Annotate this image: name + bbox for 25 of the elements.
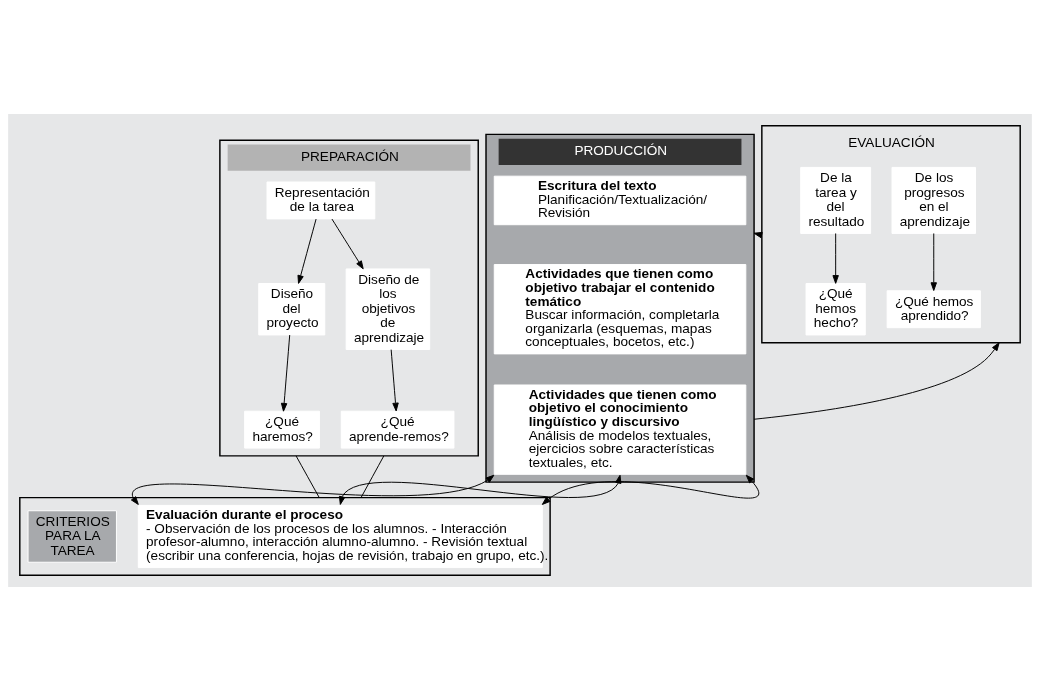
node-box: Actividades que tienen como objetivo trabajar el contenido temático Buscar información, completarla organizarla (esquemas, mapas conceptuales, bocetos, etc.) — [493, 263, 747, 354]
node-box: De los progresos en el aprendizaje — [891, 166, 976, 234]
arrow — [280, 334, 291, 412]
node-box: ¿Qué hemos aprendido? — [886, 289, 981, 328]
arrow — [338, 474, 622, 505]
node-box: ¿Qué haremos? — [244, 410, 320, 449]
node-box: De la tarea y del resultado — [800, 166, 872, 234]
arrow — [930, 232, 937, 291]
node-box: ¿Qué hemos hecho? — [805, 282, 866, 335]
arrow — [541, 474, 759, 505]
node-box: Escritura del texto Planificación/Textualización/ Revisión — [493, 175, 747, 225]
arrow — [753, 341, 1000, 420]
arrow — [297, 218, 317, 284]
arrow — [331, 218, 364, 269]
connector — [360, 454, 385, 498]
node-box: Diseño del proyecto — [258, 282, 326, 335]
node-box: Diseño de los objetivos de aprendizaje — [345, 267, 431, 350]
node-box: ¿Qué aprende-remos? — [340, 410, 455, 449]
arrow — [832, 232, 839, 284]
connector — [295, 454, 320, 498]
arrow — [390, 348, 399, 411]
node-box: Actividades que tienen como objetivo el conocimiento lingüístico y discursivo Análisis de modelos textuales, ejercicios sobre características textuales, etc. — [493, 384, 747, 475]
node-box: Representación de la tarea — [266, 181, 376, 219]
arrow — [130, 474, 495, 505]
node-box: CRITERIOS PARA LA TAREA — [27, 509, 117, 563]
